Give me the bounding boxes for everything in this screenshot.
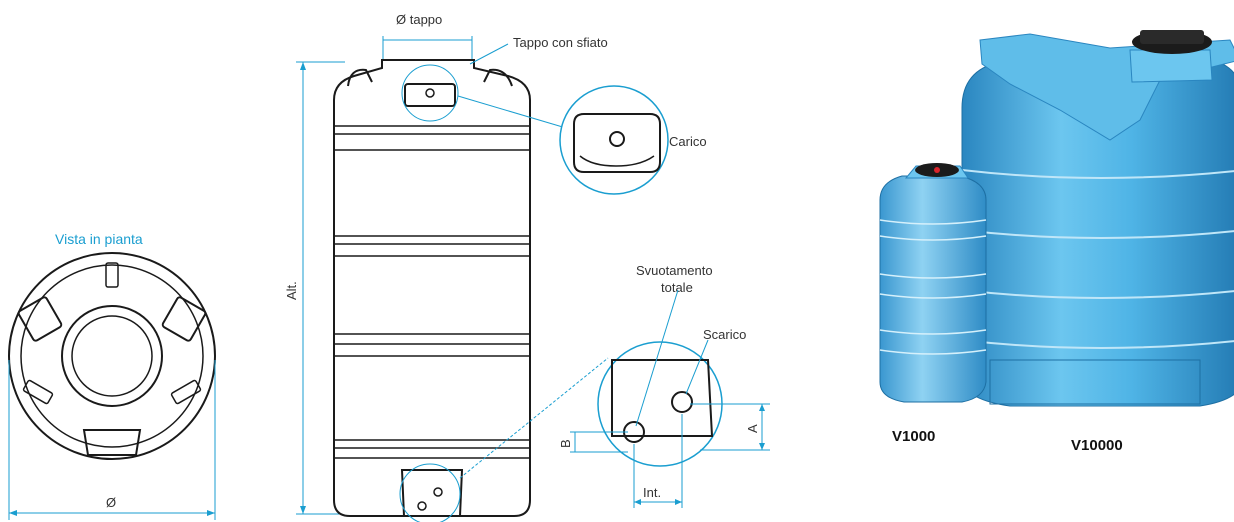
drain-leader [685, 339, 709, 395]
load-detail-recess-lip [579, 155, 655, 167]
bottom-drain-hole [433, 487, 443, 497]
plan-outer-rim [8, 252, 216, 460]
load-detail-recess [573, 113, 661, 173]
vented-cap-label: Tappo con sfiato [513, 35, 608, 50]
large-tank-ribs [961, 169, 1234, 349]
top-load-hole [425, 88, 435, 98]
plan-recess-right-top [161, 296, 207, 342]
drain-detail: Svuotamento totale Scarico A B Int. [459, 263, 770, 508]
drain-detail-recess [611, 359, 714, 437]
small-tank-ribs [879, 219, 987, 355]
cap-diameter-label: Ø tappo [396, 12, 442, 27]
top-load-recess [404, 83, 456, 107]
load-detail-circle [559, 85, 669, 195]
large-tank-render [961, 30, 1234, 407]
load-detail-connector [457, 95, 567, 129]
left-lifting-lug [347, 68, 373, 87]
small-model-label: V1000 [892, 428, 935, 445]
drain-label: Scarico [703, 327, 746, 342]
large-tank-cap-rim [1140, 30, 1204, 44]
total-drain-label-line2: totale [661, 280, 693, 295]
dim-int-label: Int. [643, 485, 661, 500]
large-tank-neck [1129, 49, 1213, 83]
small-tank-render [879, 163, 987, 403]
diameter-label: Ø [106, 495, 116, 510]
total-drain-leader [635, 289, 679, 427]
plan-view: Vista in pianta Ø [8, 231, 216, 520]
load-detail-marker [401, 64, 459, 122]
plan-opening-outer [61, 305, 163, 407]
plan-handle-left-bottom [22, 379, 54, 405]
height-label: Alt. [284, 281, 299, 300]
bottom-outlet-recess [400, 469, 464, 517]
large-tank-body [961, 59, 1234, 407]
plan-view-label: Vista in pianta [55, 231, 143, 247]
body-ribs [334, 125, 530, 459]
vented-cap-leader [469, 43, 509, 65]
load-detail: Tappo con sfiato Carico [457, 35, 707, 195]
load-detail-hole [609, 131, 625, 147]
large-model-label: V10000 [1071, 437, 1123, 454]
small-tank-body [879, 175, 987, 403]
plan-outlet-recess [82, 429, 142, 456]
side-view: Alt. Ø tappo [284, 12, 531, 522]
bottom-total-drain-hole [417, 501, 427, 511]
load-label: Carico [669, 134, 707, 149]
small-tank-cap-marker [934, 167, 940, 173]
dim-b-label: B [558, 439, 573, 448]
plan-inner-rim [20, 264, 204, 448]
plan-handle-right-bottom [170, 379, 202, 405]
large-tank-base [989, 359, 1201, 405]
outlet-detail-marker [399, 463, 461, 522]
drain-detail-hole [671, 391, 693, 413]
drain-detail-connector [459, 357, 609, 479]
plan-handle-top [105, 262, 119, 288]
plan-recess-left-top [17, 296, 63, 342]
plan-opening-inner [71, 315, 153, 397]
total-drain-label-line1: Svuotamento [636, 263, 713, 278]
right-lifting-lug [483, 68, 513, 87]
dim-a-label: A [745, 424, 760, 433]
